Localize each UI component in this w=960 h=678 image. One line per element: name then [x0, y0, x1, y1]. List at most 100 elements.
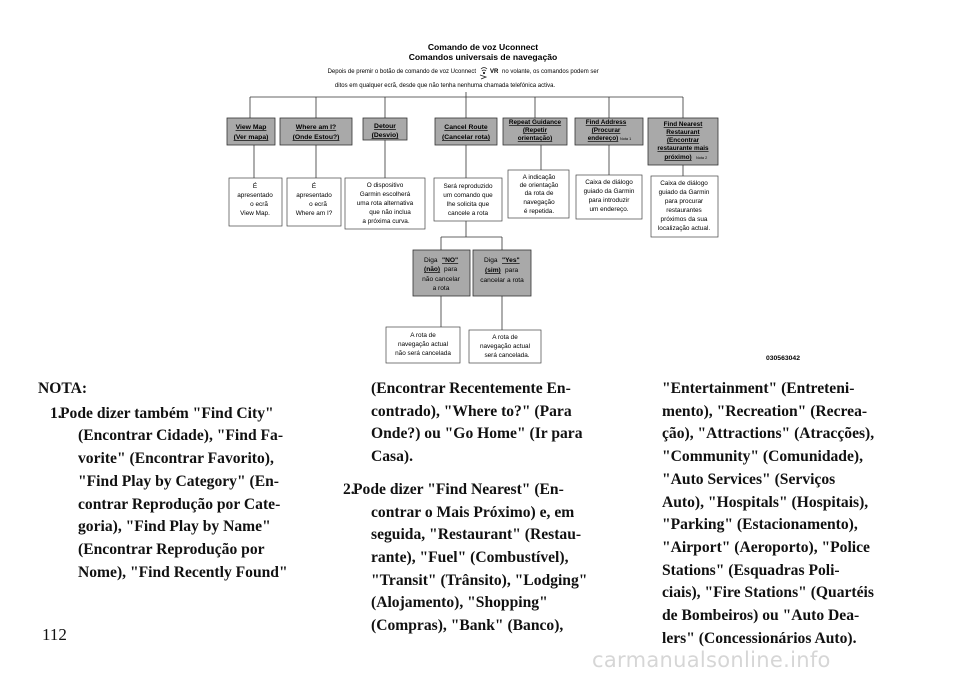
svg-text:uma rota alternativa: uma rota alternativa [357, 200, 414, 207]
figure-code: 030563042 [766, 355, 800, 362]
note-number-1: 1. [50, 404, 62, 422]
svg-text:Restaurant: Restaurant [666, 129, 700, 136]
svg-text:navegação actual: navegação actual [480, 343, 530, 350]
diagram-subtitle: Comandos universais de navegação [409, 52, 558, 62]
diagram-intro-before: Depois de premir o botão de comando de v… [328, 69, 477, 75]
svg-text:de orientação: de orientação [520, 182, 559, 189]
diagram-intro-vr: VR [490, 69, 499, 75]
note-item-1: 1. Pode dizer também "Find City" (Encont… [50, 404, 288, 581]
command-box-view-map: View Map (Ver mapa) [226, 117, 276, 146]
notes-heading: NOTA: [38, 380, 88, 397]
svg-text:localização actual.: localização actual. [658, 225, 710, 232]
diagram-title: Comando de voz Uconnect [428, 42, 538, 52]
svg-text:a próxima curva.: a próxima curva. [362, 218, 409, 225]
svg-text:Detour: Detour [374, 123, 396, 130]
svg-text:próximo): próximo) [664, 154, 691, 161]
command-box-repeat-guidance: Repeat Guidance (Repetir orientação) [502, 117, 568, 146]
diagram-intro-line2: ditos em qualquer ecrã, desde que não te… [335, 83, 555, 89]
result-box-find-nearest: Caixa de diálogo guiado da Garmin para p… [650, 175, 719, 238]
svg-text:A indicação: A indicação [523, 174, 556, 181]
svg-text:cancele a rota: cancele a rota [448, 210, 489, 217]
svg-text:A rota de: A rota de [492, 334, 518, 341]
svg-text:o ecrã: o ecrã [309, 201, 327, 208]
svg-text:apresentado: apresentado [237, 192, 273, 199]
notes-column-2: (Encontrar Recentemente En- contrado), "… [331, 378, 603, 638]
svg-text:apresentado: apresentado [296, 192, 332, 199]
svg-text:Cancel Route: Cancel Route [444, 124, 488, 131]
svg-text:a rota: a rota [433, 285, 450, 292]
svg-text:Where am I?: Where am I? [296, 210, 333, 217]
svg-text:navegação actual: navegação actual [398, 341, 448, 348]
svg-text:lhe solicita que: lhe solicita que [447, 201, 490, 208]
result-box-detour: O dispositivo Garmin escolherá uma rota … [344, 177, 426, 230]
result-box-view-map: É apresentado o ecrã View Map. [228, 177, 283, 227]
result-box-cancel-route: Será reproduzido um comando que lhe soli… [433, 177, 503, 222]
svg-text:(não): (não) [424, 266, 440, 273]
connector-lines [249, 92, 684, 330]
svg-text:Diga: Diga [424, 257, 438, 264]
result-box-where-am-i: É apresentado o ecrã Where am I? [286, 177, 342, 227]
notes-section: NOTA: 1. Pode dizer também "Find City" (… [38, 378, 918, 647]
command-box-find-address: Find Address (Procurar endereço) Nota 1 [574, 117, 644, 146]
svg-text:da rota de: da rota de [525, 190, 554, 197]
command-box-find-nearest: Find Nearest Restaurant (Encontrar resta… [647, 117, 719, 166]
command-box-detour: Detour (Desvio) [362, 117, 408, 141]
svg-text:Garmin escolherá: Garmin escolherá [360, 191, 411, 198]
svg-text:para: para [444, 266, 458, 273]
svg-text:o ecrã: o ecrã [250, 201, 268, 208]
svg-text:guiado da Garmin: guiado da Garmin [584, 188, 635, 195]
svg-text:A rota de: A rota de [410, 332, 436, 339]
svg-text:Será reproduzido: Será reproduzido [443, 183, 492, 190]
svg-text:(Ver mapa): (Ver mapa) [234, 134, 269, 141]
svg-text:É: É [312, 181, 316, 190]
notes-column-3: "Entertainment" (Entreteni- mento), "Rec… [662, 380, 875, 647]
svg-text:Caixa de diálogo: Caixa de diálogo [660, 180, 708, 187]
svg-text:Caixa de diálogo: Caixa de diálogo [585, 179, 633, 186]
svg-text:Find Address: Find Address [586, 119, 627, 126]
svg-text:É: É [253, 181, 257, 190]
voice-command-diagram: Comando de voz Uconnect Comandos univers… [226, 42, 800, 364]
svg-text:(Onde Estou?): (Onde Estou?) [293, 134, 340, 141]
outcome-box-cancelled: A rota de navegação actual será cancelad… [468, 329, 542, 364]
result-box-find-address: Caixa de diálogo guiado da Garmin para i… [575, 174, 643, 220]
svg-text:(Repetir: (Repetir [523, 127, 548, 134]
svg-text:O dispositivo: O dispositivo [367, 182, 404, 189]
svg-text:(Cancelar rota): (Cancelar rota) [442, 134, 490, 141]
note-item-2: 2. Pode dizer "Find Nearest" (En- contra… [343, 480, 588, 635]
svg-text:restaurantes: restaurantes [666, 207, 702, 214]
svg-text:Repeat Guidance: Repeat Guidance [509, 119, 562, 126]
svg-text:"NO": "NO" [442, 257, 458, 264]
page-number: 112 [42, 625, 67, 644]
svg-text:que não inclua: que não inclua [369, 209, 411, 216]
svg-text:cancelar a rota: cancelar a rota [480, 277, 524, 284]
svg-text:é repetida.: é repetida. [524, 208, 554, 215]
svg-text:para introduzir: para introduzir [589, 197, 631, 204]
svg-text:não será cancelada: não será cancelada [395, 350, 451, 357]
svg-text:Nota 1: Nota 1 [620, 137, 631, 141]
svg-text:Where am I?: Where am I? [296, 124, 336, 131]
notes-column-1: NOTA: 1. Pode dizer também "Find City" (… [38, 378, 306, 584]
svg-text:Find Nearest: Find Nearest [664, 121, 704, 128]
outcome-box-not-cancelled: A rota de navegação actual não será canc… [385, 326, 461, 364]
svg-text:(Desvio): (Desvio) [372, 132, 399, 139]
svg-text:Nota 2: Nota 2 [696, 156, 707, 160]
svg-text:(Encontrar: (Encontrar [667, 137, 700, 144]
svg-text:endereço): endereço) [588, 135, 619, 142]
note-number-2: 2. [343, 480, 355, 498]
svg-text:para: para [505, 267, 519, 274]
svg-text:não cancelar: não cancelar [422, 276, 461, 283]
svg-text:View Map.: View Map. [240, 210, 270, 217]
watermark: carmanualsonline.info [592, 648, 831, 672]
svg-text:restaurante mais: restaurante mais [657, 145, 709, 152]
svg-text:um comando que: um comando que [443, 192, 493, 199]
svg-text:para procurar: para procurar [665, 198, 704, 205]
svg-text:(Procurar: (Procurar [592, 127, 621, 134]
diagram-intro-after: no volante, os comandos podem ser [502, 69, 599, 75]
command-box-where-am-i: Where am I? (Onde Estou?) [279, 117, 353, 146]
command-box-cancel-route: Cancel Route (Cancelar rota) [434, 117, 498, 146]
say-yes-box: Diga "Yes" (sim) para cancelar a rota [472, 249, 532, 297]
svg-text:um endereço.: um endereço. [589, 206, 628, 213]
say-no-box: Diga "NO" (não) para não cancelar a rota [412, 249, 471, 297]
svg-text:navegação: navegação [523, 199, 555, 206]
svg-text:(sim): (sim) [485, 267, 501, 274]
